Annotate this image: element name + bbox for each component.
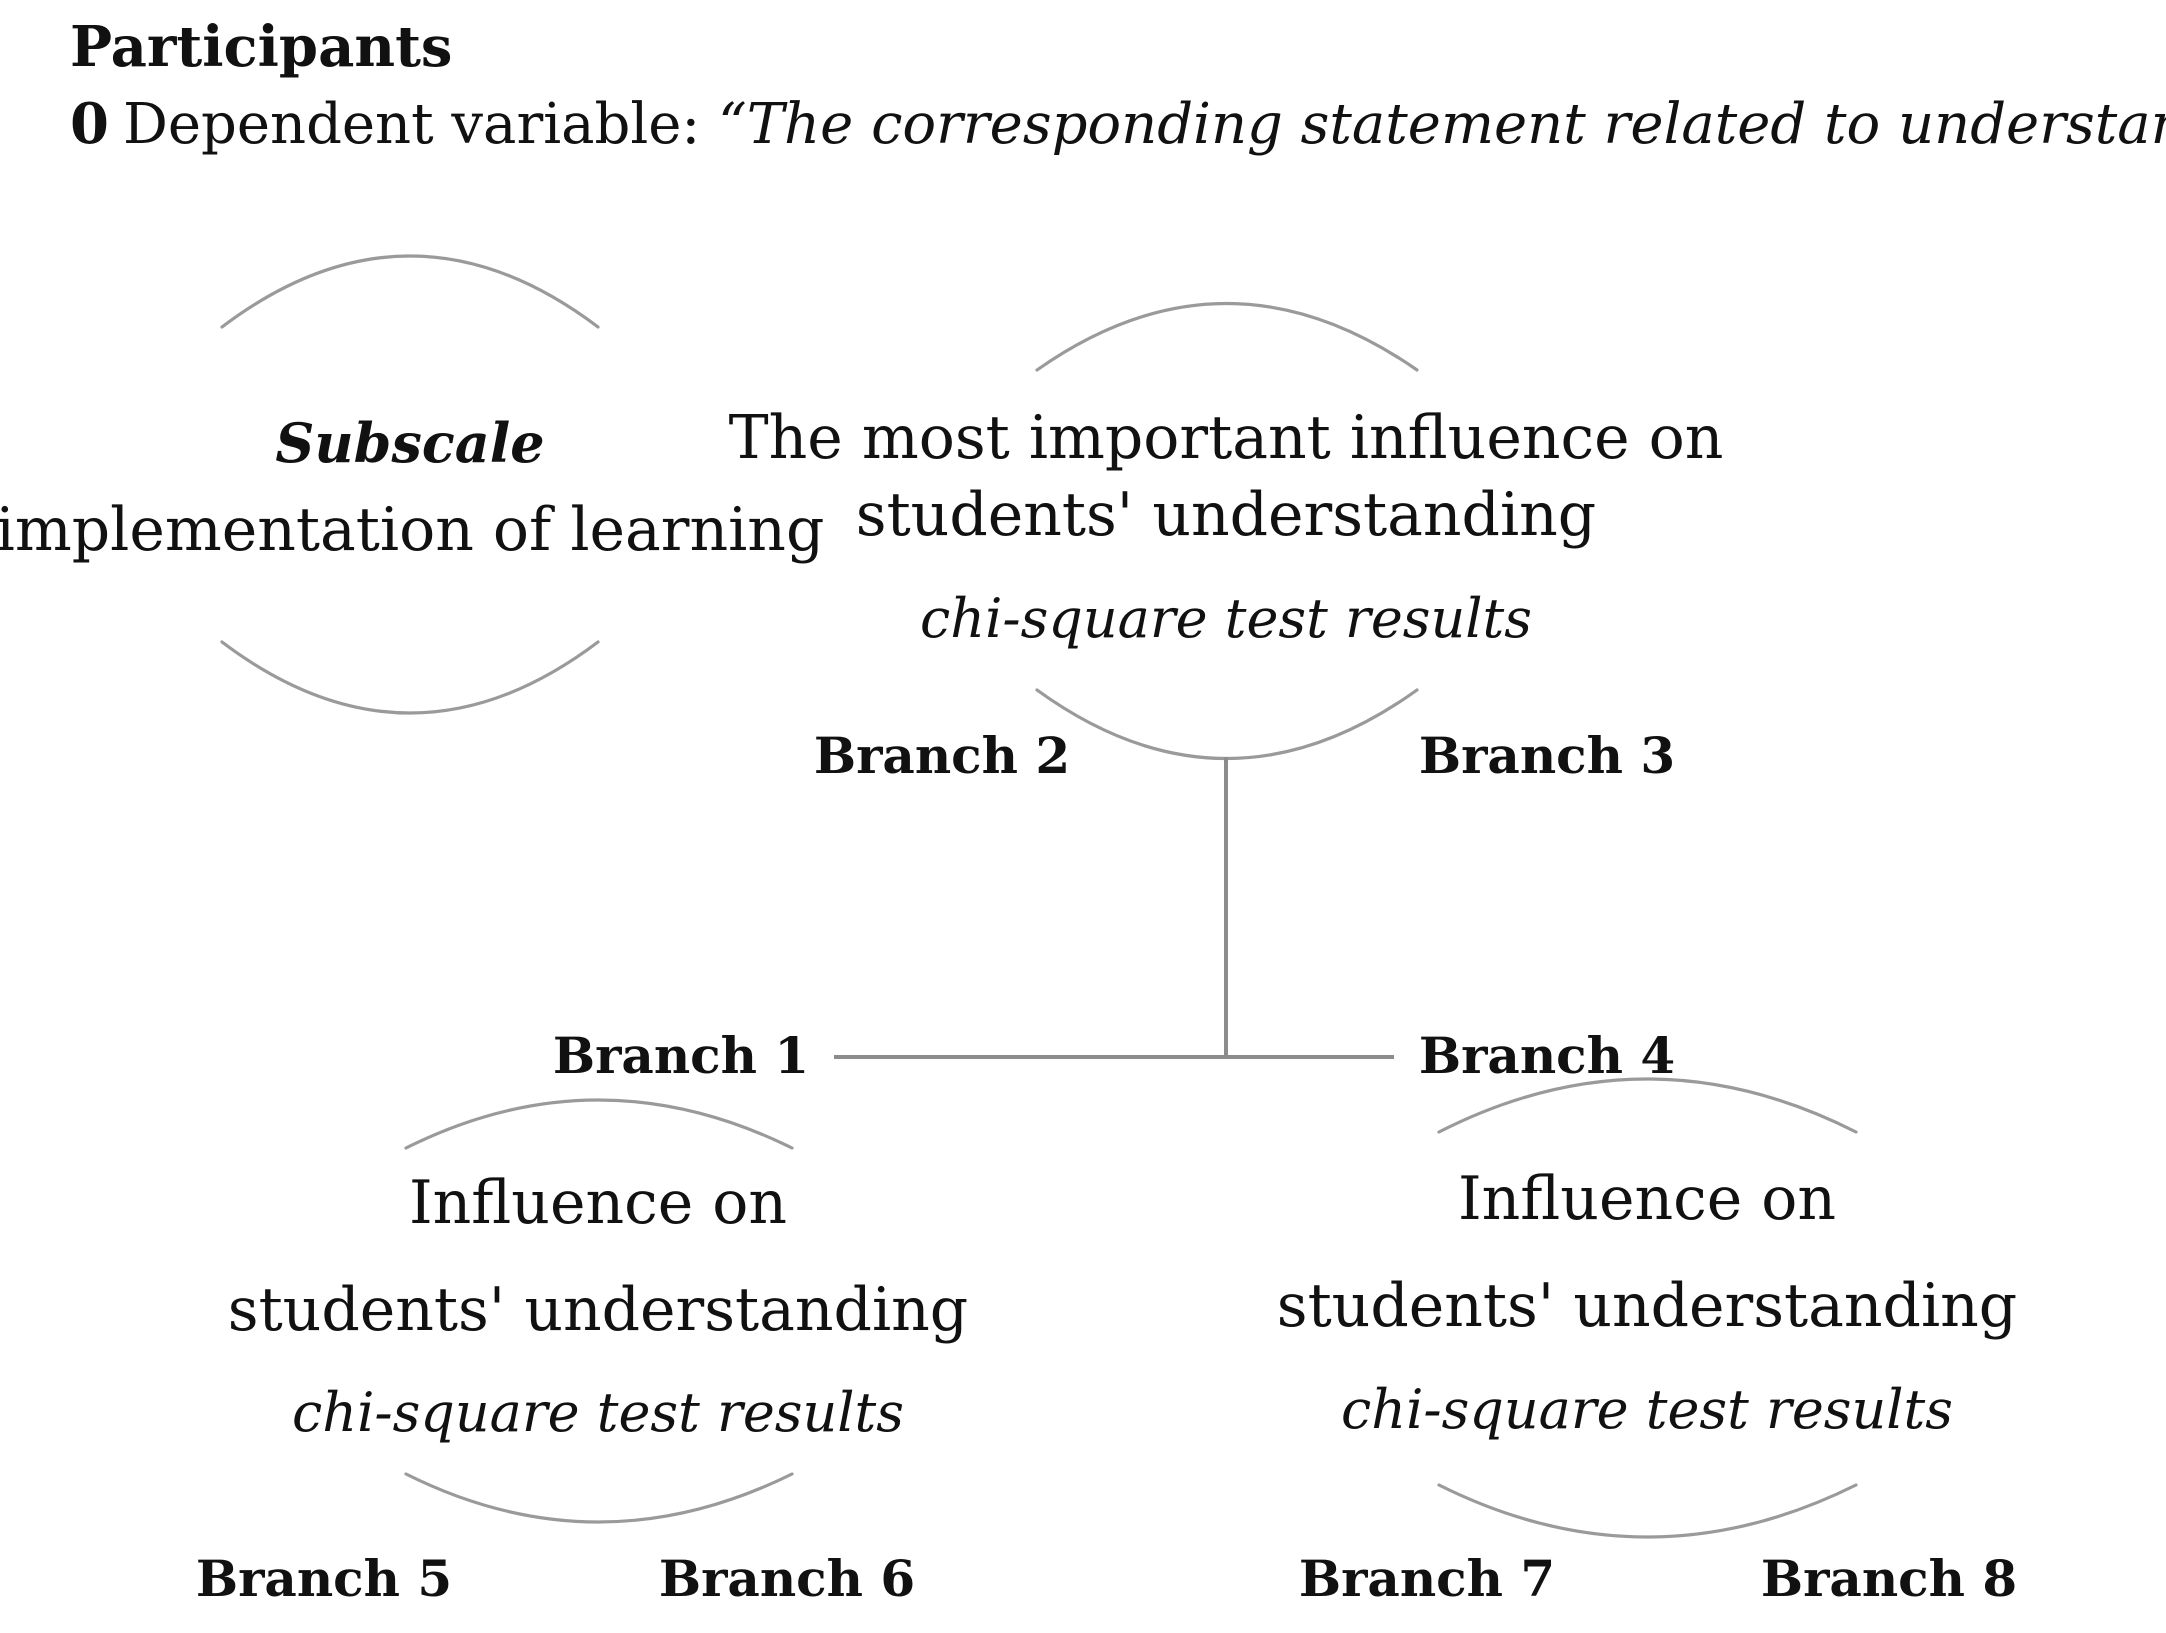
right-node-line1: Influence on (1458, 1164, 1836, 1234)
dependent-variable-value: “The corresponding statement related to … (718, 92, 2166, 157)
right-bottom-arc (1437, 1483, 1858, 1539)
subscale-label: Subscale (275, 411, 544, 475)
left-node-line2: students' understanding (228, 1275, 968, 1345)
dependent-variable-number: 0 (70, 91, 109, 157)
branch-8-label: Branch 8 (1761, 1549, 2017, 1608)
subscale-node: Subscale implementation of learning (0, 254, 824, 715)
left-top-arc (404, 1098, 794, 1150)
right-node-test: chi-square test results (1341, 1378, 1953, 1441)
left-child-node: Influence on students' understanding chi… (228, 1098, 968, 1524)
right-child-node: Influence on students' understanding chi… (1277, 1077, 2017, 1539)
right-node-line2: students' understanding (1277, 1271, 2017, 1341)
branch-7-label: Branch 7 (1299, 1549, 1555, 1608)
dependent-variable-label: Dependent variable: (123, 92, 718, 157)
root-node: The most important influence on students… (729, 302, 1724, 760)
subscale-bottom-arc (220, 640, 600, 715)
branch-5-label: Branch 5 (196, 1549, 452, 1608)
root-top-arc (1035, 302, 1419, 372)
subscale-text: implementation of learning (0, 495, 824, 565)
branch-4-label: Branch 4 (1419, 1026, 1675, 1085)
left-node-test: chi-square test results (292, 1381, 904, 1444)
subscale-top-arc (220, 254, 600, 329)
root-node-test: chi-square test results (920, 587, 1532, 650)
root-node-line1: The most important influence on (729, 403, 1724, 473)
branch-2-label: Branch 2 (814, 726, 1070, 785)
root-bottom-arc (1035, 688, 1419, 760)
diagram-heading: Participants (70, 14, 452, 80)
left-bottom-arc (404, 1472, 794, 1524)
branch-1-label: Branch 1 (553, 1026, 809, 1085)
root-node-line2: students' understanding (856, 480, 1596, 550)
branch-6-label: Branch 6 (659, 1549, 915, 1608)
left-node-line1: Influence on (409, 1168, 787, 1238)
branch-3-label: Branch 3 (1419, 726, 1675, 785)
right-top-arc (1437, 1077, 1858, 1134)
